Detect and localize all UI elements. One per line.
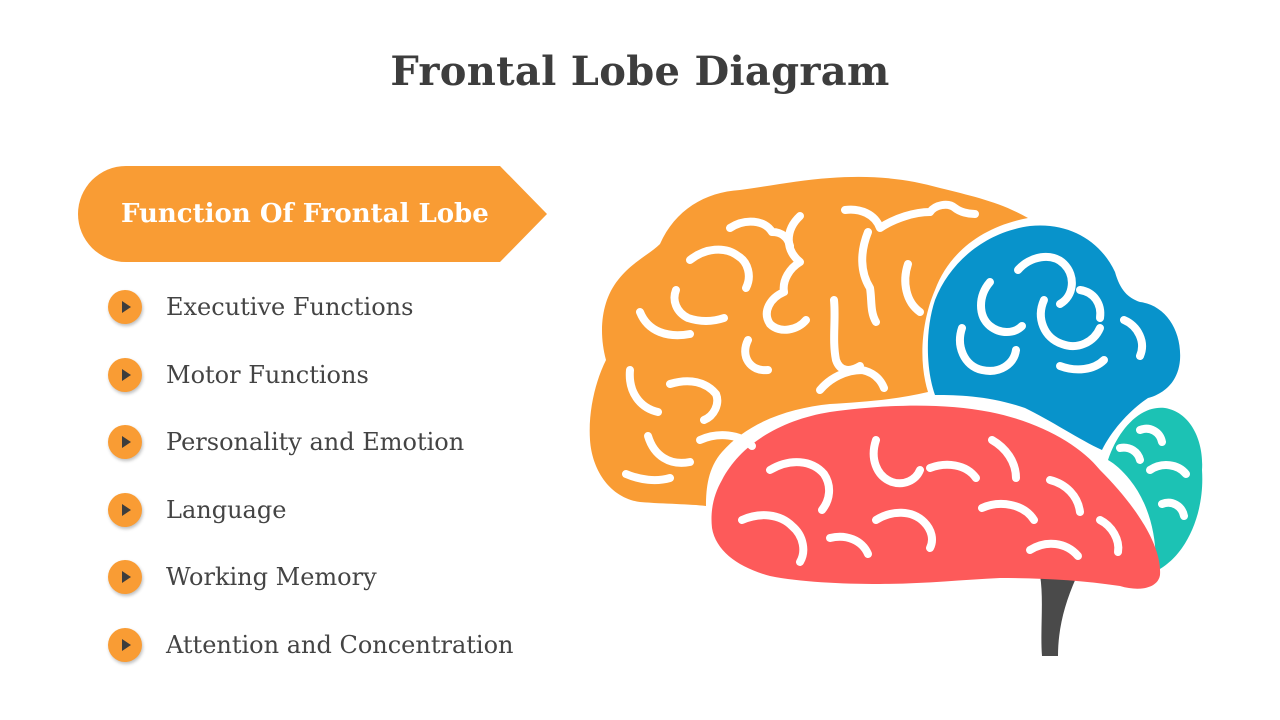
function-label: Executive Functions (166, 286, 413, 328)
play-arrow-icon (108, 560, 142, 594)
list-item: Language (108, 489, 514, 557)
function-label: Language (166, 489, 286, 531)
play-arrow-icon (108, 493, 142, 527)
play-arrow-icon (108, 358, 142, 392)
list-item: Executive Functions (108, 286, 514, 354)
function-label: Personality and Emotion (166, 421, 464, 463)
brain-illustration (585, 170, 1210, 660)
function-banner: Function Of Frontal Lobe (78, 166, 548, 262)
list-item: Personality and Emotion (108, 421, 514, 489)
banner-label: Function Of Frontal Lobe (121, 166, 489, 262)
function-list: Executive Functions Motor Functions Pers… (108, 286, 514, 691)
list-item: Motor Functions (108, 354, 514, 422)
function-label: Motor Functions (166, 354, 369, 396)
list-item: Attention and Concentration (108, 624, 514, 692)
brain-stem (1040, 575, 1076, 656)
page-title: Frontal Lobe Diagram (0, 48, 1280, 95)
play-arrow-icon (108, 290, 142, 324)
play-arrow-icon (108, 628, 142, 662)
list-item: Working Memory (108, 556, 514, 624)
function-label: Attention and Concentration (166, 624, 514, 666)
function-label: Working Memory (166, 556, 377, 598)
play-arrow-icon (108, 425, 142, 459)
